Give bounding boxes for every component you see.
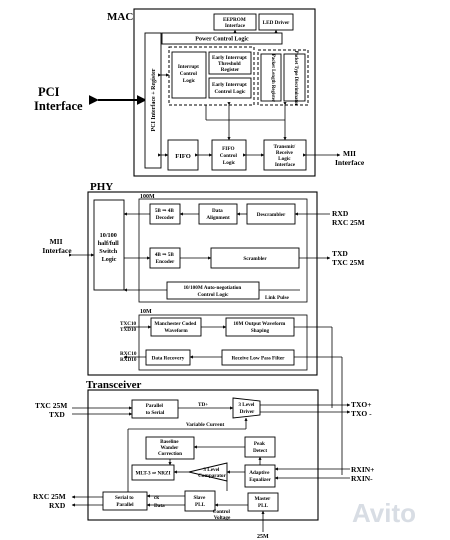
rxd10-label: RXD10 xyxy=(120,357,137,363)
clock-25m-label: 25M xyxy=(257,534,269,540)
phy-txd-label: TXD xyxy=(332,249,348,258)
eeprom-interface-label: EEPROM Interface xyxy=(223,17,247,29)
receive-low-pass-filter-block xyxy=(221,349,295,366)
packet-type-discriminator-label: Packet Type Discriminator xyxy=(293,51,298,107)
packet-length-register-label: Packet Length Register xyxy=(270,54,275,103)
pci-interface-label: PCI Interface xyxy=(34,85,83,113)
txd10-label: TXD10 xyxy=(120,327,137,333)
scrambler-label: Scrambler xyxy=(243,256,267,262)
interrupt-control-logic-block xyxy=(171,51,207,99)
tr-rxc-25m-label: RXC 25M xyxy=(33,492,66,501)
tr-rxd-label: RXD xyxy=(49,501,66,510)
switch-logic-label: 10/100 half/full Switch Logic xyxy=(98,232,121,263)
early-interrupt-control-logic-block xyxy=(208,77,252,99)
mac-mii-interface-label: MII Interface xyxy=(335,149,365,167)
switch-logic-block xyxy=(93,199,125,291)
pci-interface-register-block xyxy=(144,32,162,169)
rxin-minus-label: RXIN- xyxy=(351,474,373,483)
encoder-4b5b-label: 4B ⇒ 5B Encoder xyxy=(155,252,175,265)
led-driver-label: LED Driver xyxy=(263,20,290,26)
phy-rxd-label: RXD xyxy=(332,209,349,218)
interrupt-control-logic-label: Interrupt Control Logic xyxy=(178,64,200,84)
serial-to-parallel-label: Serial to Parallel xyxy=(115,495,135,508)
descrambler-label: Descrambler xyxy=(257,212,286,218)
parallel-to-serial-block xyxy=(131,399,179,419)
fifo-block xyxy=(167,139,199,171)
auto-negotiation-label: 10/100M Auto-negotiation Control Logic xyxy=(183,285,242,298)
power-control-logic-label: Power Control Logic xyxy=(195,37,249,43)
receive-low-pass-filter-label: Receive Low Pass Filter xyxy=(232,356,286,362)
packet-type-discriminator-block xyxy=(283,53,306,102)
data-recovery-label: Data Recovery xyxy=(152,356,185,362)
master-pll-label: Master PLL xyxy=(254,496,271,509)
phy-rxc-25m-label: RXC 25M xyxy=(332,218,365,227)
adaptive-equalizer-block xyxy=(244,464,276,488)
phy-section: PHY 100M 10/100 half/full Switch Logic M… xyxy=(42,181,365,475)
data-label: Data xyxy=(154,503,165,509)
slave-pll-label: Slave PLL xyxy=(193,495,206,508)
auto-negotiation-block xyxy=(166,281,260,300)
rxin-plus-label: RXIN+ xyxy=(351,465,374,474)
level3-driver-block xyxy=(232,397,261,419)
variable-current-label: Variable Current xyxy=(186,422,224,428)
decoder-5b4b-block xyxy=(149,203,181,225)
output-waveform-shaping-label: 10M Output Waveform Shaping xyxy=(233,321,286,334)
packet-group-dashed xyxy=(257,49,309,106)
tr-txc-25m-label: TXC 25M xyxy=(35,401,67,410)
phy-txc-25m-label: TXC 25M xyxy=(332,258,364,267)
phy-mii-interface-label: MII Interface xyxy=(42,237,72,255)
mlt3-to-nrzi-label: MLT-3 ⇒ NRZI xyxy=(135,471,170,477)
fifo-control-logic-label: FIFO Control Logic xyxy=(220,146,239,166)
encoder-4b5b-block xyxy=(149,247,181,269)
mac-section: MAC PCI Interface EEPROM Interface LED D… xyxy=(34,8,365,177)
mode-10m-label: 10M xyxy=(140,309,152,315)
packet-length-register-block xyxy=(260,53,282,102)
power-control-logic-block xyxy=(161,32,283,45)
slave-pll-block xyxy=(184,490,216,512)
level3-comparator-label: 3 Level Comparator xyxy=(198,467,226,479)
control-voltage-label: Control Voltage xyxy=(213,509,232,521)
transceiver-title: Transceiver xyxy=(86,379,142,391)
rxc10-label: RXC10 xyxy=(120,351,137,357)
transceiver-section: Transceiver TXC 25M TXD Parallel to Seri… xyxy=(33,379,374,540)
parallel-to-serial-label: Parallel to Serial xyxy=(146,403,165,416)
ck-label: ck xyxy=(154,495,159,501)
txc10-label: TXC10 xyxy=(120,321,137,327)
manchester-coded-waveform-label: Manchester Coded Waveform xyxy=(154,321,197,334)
txo-minus-label: TXO - xyxy=(351,409,372,418)
early-interrupt-threshold-register-block xyxy=(208,51,252,75)
phy-title: PHY xyxy=(90,181,113,193)
early-interrupt-threshold-register-label: Early Interrupt Threshold Register xyxy=(212,55,248,73)
serial-to-parallel-block xyxy=(102,491,148,511)
decoder-5b4b-label: 5B ⇒ 4B Decoder xyxy=(155,208,175,221)
data-alignment-block xyxy=(198,203,238,225)
link-pulse-label: Link Pulse xyxy=(265,295,289,301)
tr-txd-label: TXD xyxy=(49,410,65,419)
watermark: Avito xyxy=(352,498,416,528)
mode-100m-label: 100M xyxy=(140,194,155,200)
txo-plus-label: TXO+ xyxy=(351,400,372,409)
transmit-receive-logic-interface-label: Transmit/ Receive Logic Interface xyxy=(273,144,296,168)
adaptive-equalizer-label: Adaptive Equalizer xyxy=(249,470,271,483)
fifo-label: FIFO xyxy=(175,153,191,160)
early-interrupt-control-logic-label: Early Interrupt Control Logic xyxy=(212,82,248,95)
pci-interface-register-label: PCI Interface + Register xyxy=(151,68,157,131)
level3-driver-label: 3 Level Driver xyxy=(238,402,255,415)
baseline-wander-correction-label: Baseline Wander Correction xyxy=(158,439,182,457)
data-alignment-label: Data Alignment xyxy=(206,208,230,221)
region-10m xyxy=(138,314,308,371)
region-100m xyxy=(138,198,308,303)
td-plus-label: TD+ xyxy=(198,402,208,408)
peak-detect-block xyxy=(244,436,276,458)
peak-detect-label: Peak Detect xyxy=(253,441,267,454)
mac-title: MAC xyxy=(107,11,133,23)
